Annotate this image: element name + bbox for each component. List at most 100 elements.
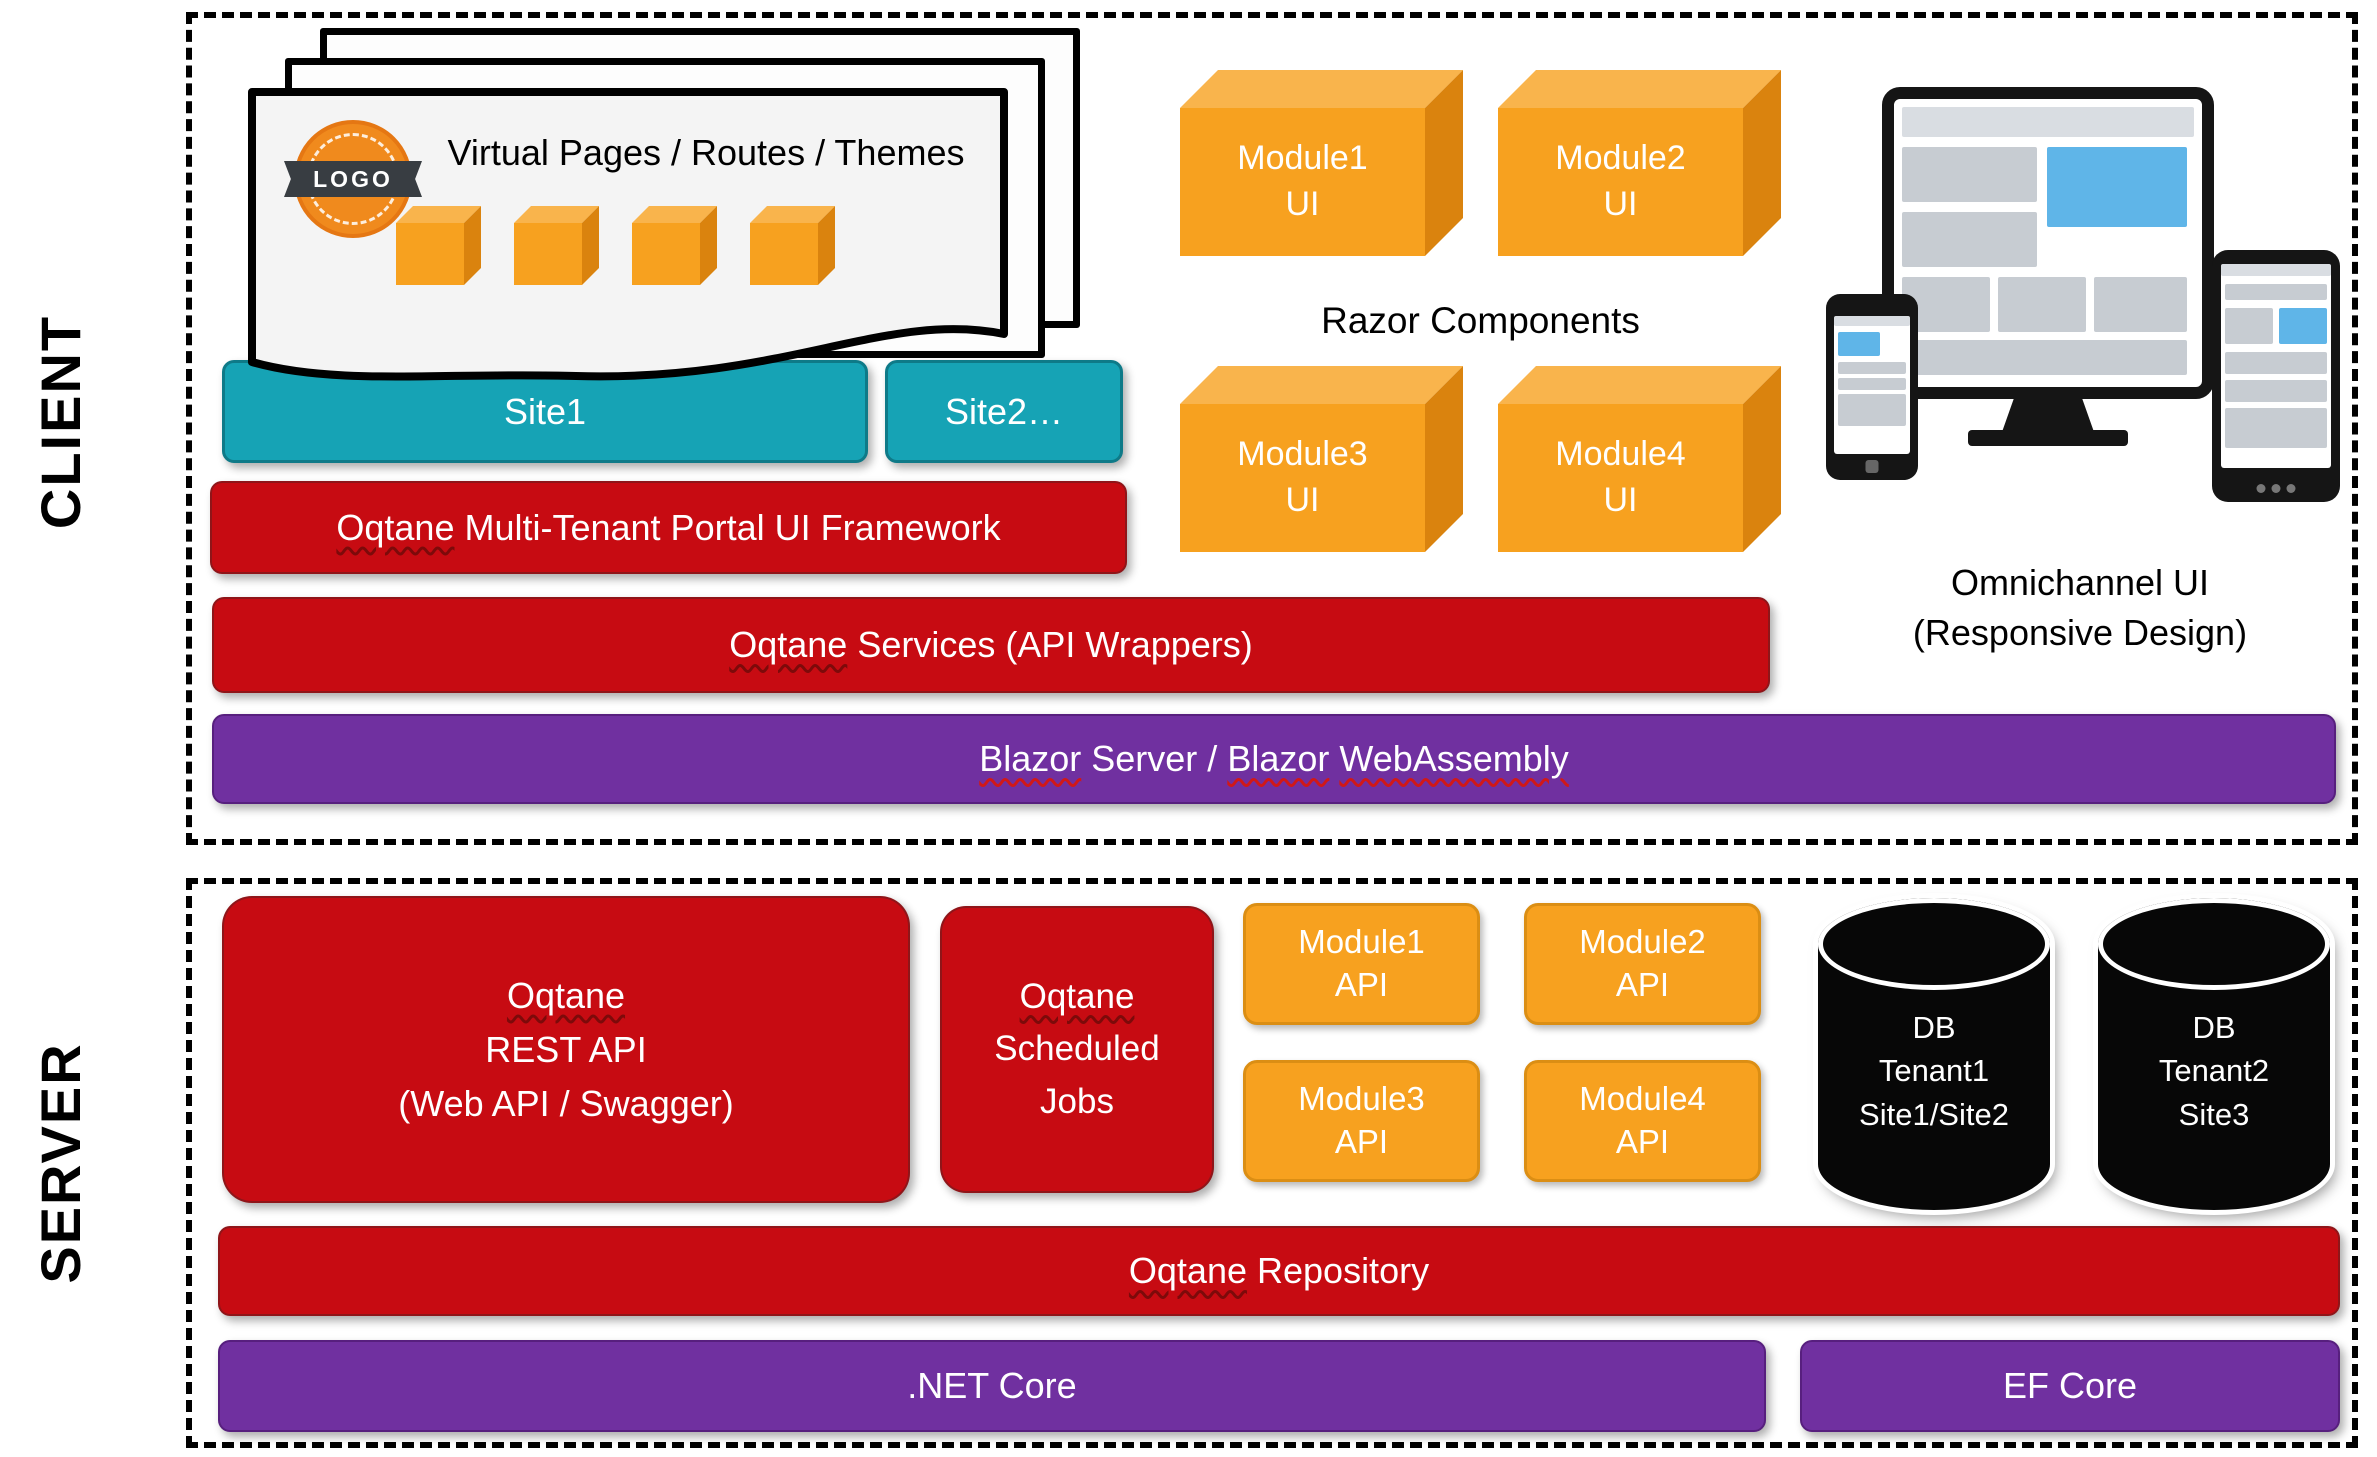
module-api-line2: API <box>1615 966 1670 1003</box>
cube-front-face: Module4 UI <box>1498 404 1743 552</box>
logo-ribbon: LOGO <box>284 161 422 197</box>
screen-block <box>2225 380 2327 402</box>
screen-block <box>1902 107 2194 137</box>
tablet-icon <box>2212 250 2340 502</box>
repository-bar: Oqtane Repository <box>218 1226 2340 1316</box>
module-api-box-2: Module2 API <box>1524 903 1761 1025</box>
module-api-box-3: Module3 API <box>1243 1060 1480 1182</box>
phone-icon <box>1826 294 1918 480</box>
blazor-bar: Blazor Server / Blazor WebAssembly <box>212 714 2336 804</box>
module-ui-line2: UI <box>1603 185 1638 223</box>
module-api-line1: Module2 <box>1579 923 1706 961</box>
cube-front-face <box>750 223 818 285</box>
cube-front-face: Module3 UI <box>1180 404 1425 552</box>
cube-front-face <box>632 223 700 285</box>
repository-text: Repository <box>1257 1250 1430 1291</box>
screen-block <box>2094 277 2187 332</box>
omnichannel-label-line1: Omnichannel UI <box>1950 562 2210 603</box>
blazor-word-2: Blazor <box>1227 738 1330 779</box>
virtual-pages-title: Virtual Pages / Routes / Themes <box>447 132 965 173</box>
scheduled-jobs-box: Oqtane Scheduled Jobs <box>940 906 1214 1193</box>
virtual-page-front <box>248 88 1008 381</box>
module-api-line1: Module3 <box>1298 1080 1425 1118</box>
site2-label: Site2… <box>944 390 1064 432</box>
cube-front-face: Module2 UI <box>1498 108 1743 256</box>
screen-block <box>2225 308 2273 344</box>
server-section-label: SERVER <box>28 1042 92 1284</box>
page-cube-icon-2 <box>514 206 599 285</box>
efcore-bar: EF Core <box>1800 1340 2340 1432</box>
screen-block-blue <box>2047 147 2187 227</box>
database-text: DB Tenant1 Site1/Site2 <box>1818 1006 2050 1136</box>
cube-top-face <box>750 206 835 223</box>
client-section-label: CLIENT <box>28 314 92 530</box>
db-line3: Site1/Site2 <box>1859 1096 2009 1132</box>
tablet-buttons <box>2271 484 2281 493</box>
database-lid <box>1818 898 2050 990</box>
jobs-line2: Scheduled <box>994 1029 1160 1069</box>
module-api-line1: Module4 <box>1579 1080 1706 1118</box>
cube-top-face <box>396 206 481 223</box>
services-word-oqtane: Oqtane <box>729 624 848 665</box>
omnichannel-label: Omnichannel UI (Responsive Design) <box>1800 558 2360 659</box>
site2-bar: Site2… <box>885 360 1123 463</box>
screen-block <box>1838 362 1906 374</box>
module-api-line2: API <box>1334 1123 1389 1160</box>
module-ui-cube-3: Module3 UI <box>1180 366 1463 552</box>
module-api-box-1: Module1 API <box>1243 903 1480 1025</box>
tablet-screen <box>2221 264 2331 468</box>
db-line1: DB <box>2192 1010 2236 1045</box>
omnichannel-label-line2: (Responsive Design) <box>1912 612 2248 654</box>
cube-top-face <box>632 206 717 223</box>
virtual-page-content: LOGO Virtual Pages / Routes / Themes <box>246 86 1010 398</box>
screen-block-blue <box>1838 332 1880 356</box>
module-ui-line1: Module2 <box>1555 139 1686 178</box>
screen-block <box>1834 316 1910 326</box>
database-cylinder-tenant2: DB Tenant2 Site3 <box>2098 898 2330 1210</box>
cube-side-face <box>700 206 717 285</box>
module-api-box-4: Module4 API <box>1524 1060 1761 1182</box>
screen-block <box>1838 378 1906 390</box>
database-lid <box>2098 898 2330 990</box>
module-api-line1: Module1 <box>1298 923 1425 961</box>
screen-block <box>1902 212 2037 267</box>
screen-block <box>1902 147 2037 202</box>
server-section-box <box>186 878 2358 1448</box>
screen-block <box>2225 284 2327 300</box>
db-line3: Site3 <box>2178 1096 2250 1132</box>
cube-top-face <box>1180 366 1463 404</box>
razor-components-label: Razor Components <box>1321 300 1640 341</box>
module-ui-line2: UI <box>1285 185 1320 223</box>
site1-label: Site1 <box>503 390 587 432</box>
cube-side-face <box>818 206 835 285</box>
cube-side-face <box>464 206 481 285</box>
cube-front-face <box>514 223 582 285</box>
module-ui-cube-2: Module2 UI <box>1498 70 1781 256</box>
page-cube-icon-3 <box>632 206 717 285</box>
efcore-label: EF Core <box>2002 1365 2138 1406</box>
db-line1: DB <box>1912 1010 1956 1045</box>
repository-word-oqtane: Oqtane <box>1128 1250 1247 1291</box>
blazor-word-webassembly: WebAssembly <box>1339 738 1569 779</box>
portal-framework-bar: Oqtane Multi-Tenant Portal UI Framework <box>210 481 1127 574</box>
phone-home-button <box>1865 460 1879 473</box>
omnichannel-illustration <box>1820 82 2340 557</box>
client-section-box <box>186 12 2358 845</box>
netcore-bar: .NET Core <box>218 1340 1766 1432</box>
screen-block <box>1902 340 2187 375</box>
cube-top-face <box>514 206 599 223</box>
screen-block <box>1838 394 1906 426</box>
rest-api-box: Oqtane REST API (Web API / Swagger) <box>222 896 910 1203</box>
module-api-line2: API <box>1615 1123 1670 1160</box>
monitor-stand-base <box>1968 430 2128 446</box>
module-ui-line2: UI <box>1285 481 1320 519</box>
page-cube-icon-4 <box>750 206 835 285</box>
module-ui-cube-4: Module4 UI <box>1498 366 1781 552</box>
phone-screen <box>1834 316 1910 454</box>
cube-top-face <box>1498 70 1781 108</box>
screen-block-blue <box>2279 308 2327 344</box>
desktop-screen <box>1902 107 2194 379</box>
netcore-label: .NET Core <box>907 1365 1077 1406</box>
db-line2: Tenant1 <box>1878 1053 1990 1089</box>
module-ui-line1: Module4 <box>1555 435 1686 474</box>
